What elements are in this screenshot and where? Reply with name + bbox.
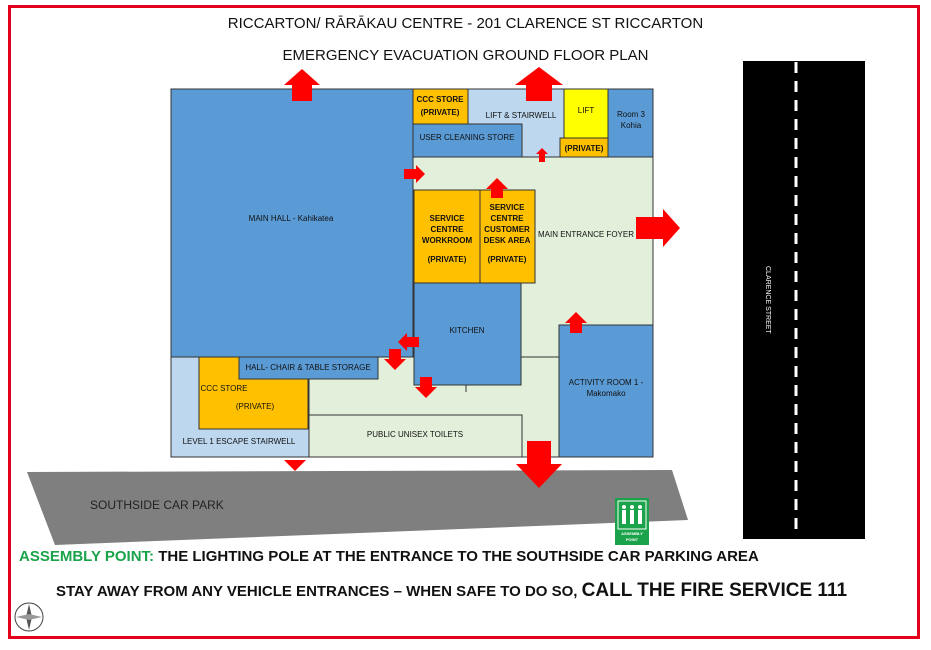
assembly-point-text: ASSEMBLY POINT: THE LIGHTING POLE AT THE… [19,548,759,565]
assembly-point-description: THE LIGHTING POLE AT THE ENTRANCE TO THE… [154,548,759,565]
desk-line-3: CUSTOMER [484,225,530,234]
room-3-name: Kohia [621,121,642,130]
kitchen [413,282,522,386]
clarence-street [743,61,865,539]
toilets-label: PUBLIC UNISEX TOILETS [367,430,463,439]
lift-stairwell-label: LIFT & STAIRWELL [486,111,557,120]
exit-arrow-icon [284,460,306,471]
assembly-point-icon: ASSEMBLY POINT [615,498,649,545]
foyer-label: MAIN ENTRANCE FOYER [538,230,634,239]
page-frame [8,5,920,639]
service-centre-desk [479,189,536,284]
page-subtitle: EMERGENCY EVACUATION GROUND FLOOR PLAN [282,47,649,64]
svg-text:POINT: POINT [626,537,639,542]
southside-car-park [27,470,688,545]
page-title: RICCARTON/ RĀRĀKAU CENTRE - 201 CLARENCE… [227,15,704,32]
car-park-label: SOUTHSIDE CAR PARK [90,498,224,512]
lift-label: LIFT [578,106,595,115]
ccc-store-top [412,88,469,125]
activity-room-label-1: ACTIVITY ROOM 1 - [569,378,644,387]
hall-chair-table-storage [238,356,379,380]
workroom-line-3: WORKROOM [422,236,473,245]
workroom-line-1: SERVICE [430,214,466,223]
exit-arrow-icon [515,67,563,101]
exit-arrow-icon [404,165,425,183]
escape-stairwell-label: LEVEL 1 ESCAPE STAIRWELL [183,437,296,446]
desk-line-2: CENTRE [491,214,525,223]
ccc-store-bottom-private: (PRIVATE) [236,402,275,411]
exit-arrow-icon [565,312,587,333]
ccc-store-top-label: CCC STORE [417,95,465,104]
workroom-line-2: CENTRE [431,225,465,234]
exit-arrow-icon [398,333,419,351]
assembly-point-label: ASSEMBLY POINT: [19,548,155,565]
activity-room-label-2: Makomako [586,389,626,398]
exit-arrow-icon [384,349,406,370]
compass-icon [14,602,44,632]
user-cleaning-store [412,123,523,158]
desk-line-1: SERVICE [490,203,526,212]
hall-storage-label: HALL- CHAIR & TABLE STORAGE [245,363,370,372]
desk-private: (PRIVATE) [488,255,527,264]
main-hall-label: MAIN HALL - Kahikatea [249,214,334,223]
exit-arrow-icon [284,69,320,101]
ccc-store-top-private: (PRIVATE) [421,108,460,117]
desk-line-4: DESK AREA [484,236,531,245]
exit-arrow-icon [516,441,562,488]
main-hall [170,88,414,358]
activity-room-1 [558,324,654,458]
exit-arrow-icon [415,377,437,398]
room-3-label: Room 3 [617,110,646,119]
exit-arrow-icon [536,148,548,162]
safety-instruction: STAY AWAY FROM ANY VEHICLE ENTRANCES – W… [56,580,847,602]
exit-arrow-icon [486,178,508,198]
lift [563,88,609,139]
ccc-store-bottom-label: CCC STORE [201,384,248,393]
public-unisex-toilets [308,414,523,458]
call-fire-service-text: CALL THE FIRE SERVICE 111 [581,580,848,601]
lift-private-label: (PRIVATE) [565,144,604,153]
exit-arrow-icon [636,209,680,247]
workroom-private: (PRIVATE) [428,255,467,264]
room-3 [607,88,654,158]
stay-away-text: STAY AWAY FROM ANY VEHICLE ENTRANCES – W… [56,583,582,600]
svg-text:ASSEMBLY: ASSEMBLY [621,531,643,536]
street-label: CLARENCE STREET [764,266,771,334]
kitchen-label: KITCHEN [449,326,484,335]
user-cleaning-store-label: USER CLEANING STORE [420,133,515,142]
